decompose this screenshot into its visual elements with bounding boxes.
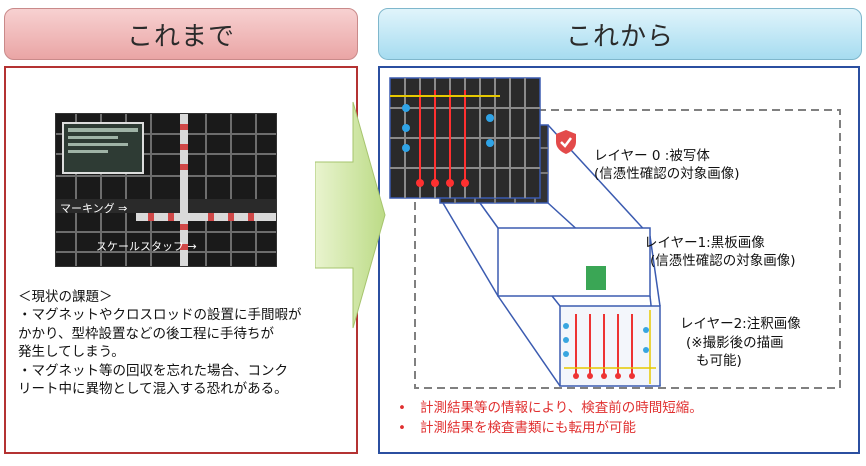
bullet-mark: • <box>398 420 406 436</box>
marking-label: マーキング ⇒ <box>60 202 128 215</box>
benefit-text: 計測結果等の情報により、検査前の時間短縮。 <box>420 400 703 416</box>
layer2-sub2: も可能) <box>696 353 742 369</box>
shield-check-icon <box>556 130 576 154</box>
header-after-label: これから <box>565 21 674 52</box>
header-before: これまで <box>4 8 358 60</box>
layer-diagram <box>389 77 841 389</box>
layer2-sub1: (※撮影後の描画 <box>686 335 784 351</box>
benefit-item: • 計測結果を検査書類にも転用が可能 <box>398 418 703 438</box>
layer1-title: レイヤー1:黒板画像 <box>644 235 765 251</box>
benefit-item: • 計測結果等の情報により、検査前の時間短縮。 <box>398 398 703 418</box>
header-before-label: これまで <box>126 21 235 52</box>
layer0-sub: (信憑性確認の対象画像) <box>594 166 740 182</box>
layer1-board-thumb <box>586 266 606 290</box>
benefit-text: 計測結果を検査書類にも転用が可能 <box>420 420 636 436</box>
arrow-right-icon <box>315 101 386 329</box>
bullet-mark: • <box>398 400 406 416</box>
construction-photo: マーキング ⇒ スケールスタッフ → <box>55 113 277 267</box>
issues-heading: ＜現状の課題＞ <box>18 289 113 305</box>
layer0-title: レイヤー 0 :被写体 <box>594 148 710 164</box>
issue-line: かかり、型枠設置などの後工程に手待ちが <box>18 325 274 342</box>
benefits-list: • 計測結果等の情報により、検査前の時間短縮。 • 計測結果を検査書類にも転用が可能 <box>398 398 703 438</box>
issue-line: リート中に異物として混入する恐れがある。 <box>18 381 288 398</box>
layer1-panel <box>497 227 651 297</box>
issue-line: ・マグネットやクロスロッドの設置に手間暇が <box>18 307 302 324</box>
dashed-frame <box>414 109 841 389</box>
layer1-sub: (信憑性確認の対象画像) <box>650 253 796 269</box>
issue-line: ・マグネット等の回収を忘れた場合、コンク <box>18 362 288 379</box>
header-after: これから <box>378 8 862 60</box>
issue-line: 発生してしまう。 <box>18 344 125 361</box>
blackboard-image <box>62 122 144 174</box>
layer2-title: レイヤー2:注釈画像 <box>680 316 801 332</box>
scale-staff-label: スケールスタッフ → <box>96 240 197 253</box>
current-issues: ＜現状の課題＞ ・マグネットやクロスロッドの設置に手間暇が かかり、型枠設置など… <box>18 288 343 398</box>
